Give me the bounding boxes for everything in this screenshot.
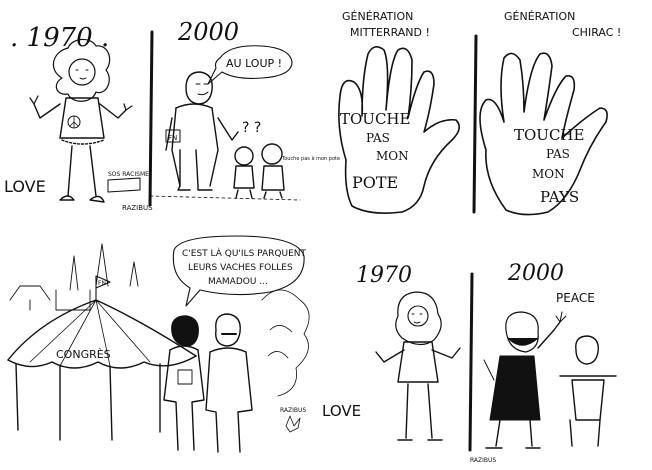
right-hand-word-4: PAYS [540, 188, 579, 206]
left-hand-outline [338, 46, 460, 214]
signature-top-left: RAZIBUS [122, 204, 153, 212]
right-hand-word-3: MON [532, 167, 565, 181]
mitterrand-heading-line1: GÉNÉRATION [342, 10, 413, 23]
old-man-figure-2000: FN [483, 311, 567, 449]
panel-top-left: . 1970 . LOVE SOS RACISME 2000 AU LOUP !… [4, 18, 340, 212]
congress-tent: FN CONGRÈS [7, 275, 197, 441]
village-background [9, 243, 139, 311]
wolf-speech-bubble [207, 45, 293, 85]
tent-label: CONGRÈS [56, 348, 111, 361]
sos-racisme-sign: SOS RACISME [107, 171, 149, 193]
fn-armband: FN [168, 134, 177, 142]
podium-figure [559, 335, 617, 447]
hippie-figure-bottom [375, 291, 461, 441]
shrubs [261, 289, 310, 433]
right-hand-text: TOUCHE PAS MON PAYS [514, 126, 584, 206]
chirac-heading-line1: GÉNÉRATION [504, 10, 575, 23]
left-hand-word-3: MON [376, 149, 409, 163]
year-1970-label: . 1970 . [10, 23, 109, 53]
panel-divider-bottom-right [468, 272, 474, 452]
panel-bottom-right: 1970 2000 LOVE PEACE [322, 261, 617, 464]
left-hand-text: TOUCHE PAS MON POTE [340, 110, 410, 192]
year-2000-label: 2000 [177, 18, 239, 46]
right-hand-word-1: TOUCHE [514, 126, 584, 144]
speech-line-2: LEURS VACHES FOLLES [188, 263, 293, 273]
peace-label: PEACE [556, 291, 595, 305]
hippie-figure-1970 [29, 38, 133, 203]
politician-figure-2000: FN [165, 71, 239, 191]
panel-divider-top-right [472, 34, 478, 214]
panel-top-right: GÉNÉRATION MITTERRAND ! TOUCHE PAS MON P… [338, 10, 621, 216]
pote-sign-text: Touche pas à mon pote [281, 155, 340, 162]
love-label: LOVE [4, 177, 46, 196]
wolf-cry-text: AU LOUP ! [226, 57, 282, 70]
left-hand-word-1: TOUCHE [340, 110, 410, 128]
speech-line-1: C'EST LÀ QU'ILS PARQUENT [182, 247, 306, 259]
left-hand-word-4: POTE [352, 173, 398, 192]
sos-racisme-sign-text: SOS RACISME [108, 171, 149, 178]
panel-bottom-left: C'EST LÀ QU'ILS PARQUENT LEURS VACHES FO… [7, 235, 310, 453]
two-men-figures [163, 313, 253, 453]
left-hand-word-2: PAS [366, 131, 390, 145]
speech-line-3: MAMADOU ... [208, 277, 268, 287]
right-hand-word-2: PAS [546, 147, 570, 161]
year-1970-bottom-label: 1970 [356, 263, 412, 288]
signature-bottom-right: RAZIBUS [470, 457, 496, 464]
mitterrand-heading-line2: MITTERRAND ! [350, 26, 430, 39]
right-hand-outline [479, 52, 608, 216]
children-figures [233, 143, 285, 199]
year-2000-bottom-label: 2000 [507, 261, 564, 286]
question-marks: ? ? [242, 120, 261, 136]
love-bottom-label: LOVE [322, 402, 361, 420]
panel-divider-top-left [148, 30, 154, 207]
fn-badge-bottom: FN [498, 383, 506, 390]
chirac-heading-line2: CHIRAC ! [572, 26, 621, 39]
speech-bubble-mamadou [172, 235, 305, 307]
signature-bottom-left: RAZIBUS [280, 407, 306, 414]
tent-flag-text: FN [98, 280, 106, 287]
